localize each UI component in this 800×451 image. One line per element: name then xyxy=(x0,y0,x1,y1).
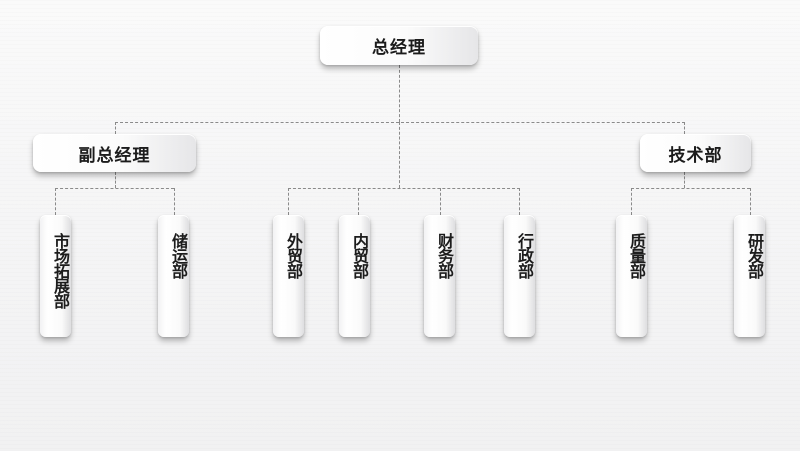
node-finance-dept[interactable]: 财务部 xyxy=(424,215,455,337)
connector-chuyun xyxy=(174,188,175,215)
node-rd-dept[interactable]: 研发部 xyxy=(734,215,765,337)
connector-root-down xyxy=(399,65,400,122)
node-label: 市场拓展部 xyxy=(51,233,70,308)
node-label: 外贸部 xyxy=(284,233,303,278)
connector-neimao xyxy=(358,188,359,215)
connector-to-tech xyxy=(684,122,685,134)
connector-middle-bar xyxy=(288,188,520,189)
node-label: 副总经理 xyxy=(78,145,151,166)
node-quality-dept[interactable]: 质量部 xyxy=(616,215,647,337)
node-general-manager[interactable]: 总经理 xyxy=(320,26,478,65)
connector-yanfa xyxy=(750,188,751,215)
connector-vice-bar xyxy=(55,188,174,189)
node-storage-transport-dept[interactable]: 储运部 xyxy=(158,215,189,337)
node-label: 财务部 xyxy=(435,233,454,278)
node-label: 储运部 xyxy=(169,233,188,278)
node-vice-general-manager[interactable]: 副总经理 xyxy=(33,134,196,172)
connector-tech-bar xyxy=(631,188,750,189)
node-label: 质量部 xyxy=(627,233,646,278)
connector-root-middle xyxy=(399,122,400,188)
node-label: 总经理 xyxy=(372,38,426,58)
node-label: 研发部 xyxy=(745,233,764,278)
node-admin-dept[interactable]: 行政部 xyxy=(504,215,535,337)
node-label: 内贸部 xyxy=(350,233,369,278)
connector-tech-down xyxy=(684,172,685,188)
node-label: 行政部 xyxy=(515,233,534,278)
node-label: 技术部 xyxy=(668,145,723,166)
connector-vice-down xyxy=(115,172,116,188)
connector-waimao xyxy=(288,188,289,215)
connector-to-vice-gm xyxy=(115,122,116,134)
node-tech-dept[interactable]: 技术部 xyxy=(640,134,751,172)
connector-caiwu xyxy=(440,188,441,215)
connector-shichang xyxy=(55,188,56,215)
connector-xingzheng xyxy=(519,188,520,215)
node-foreign-trade-dept[interactable]: 外贸部 xyxy=(273,215,304,337)
node-domestic-trade-dept[interactable]: 内贸部 xyxy=(339,215,370,337)
node-market-expansion-dept[interactable]: 市场拓展部 xyxy=(40,215,71,337)
connector-zhiliang xyxy=(631,188,632,215)
connector-top-bar xyxy=(115,122,685,123)
